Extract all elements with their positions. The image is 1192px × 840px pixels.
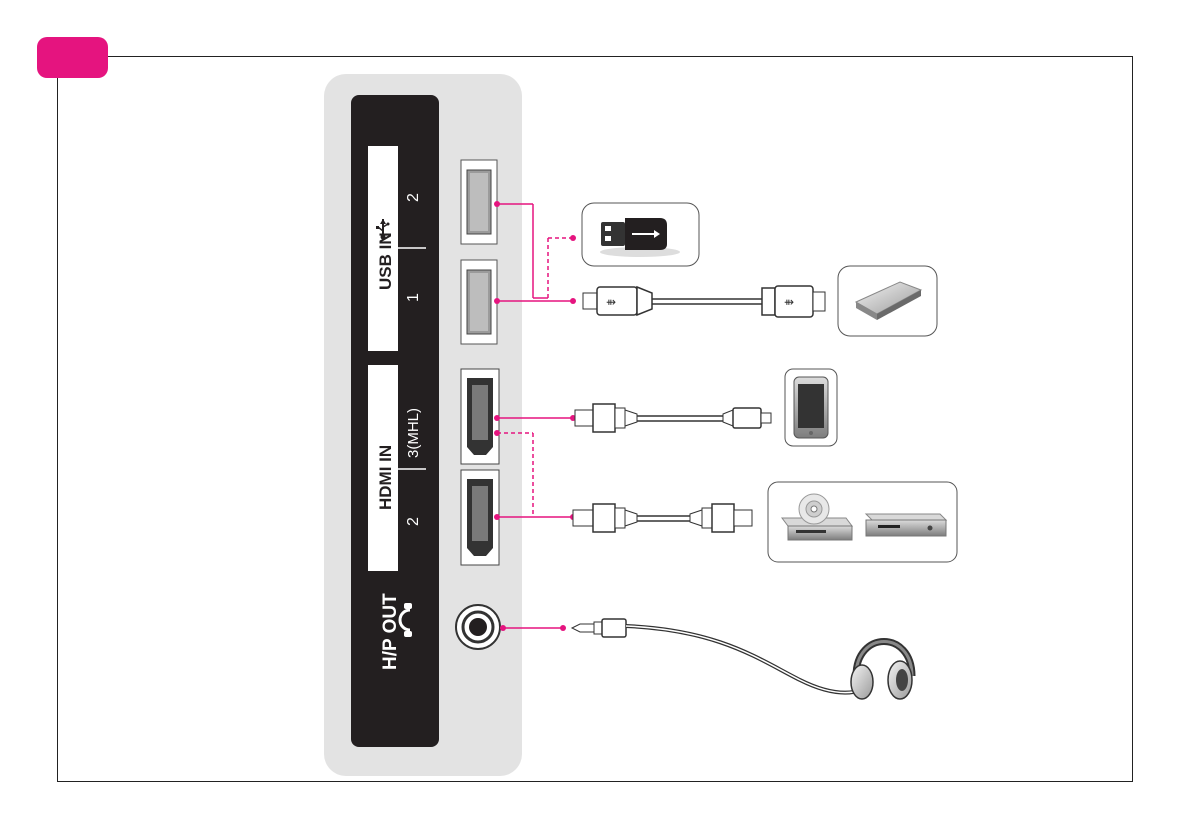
usb-connection-lines	[497, 204, 573, 301]
svg-text:⇻: ⇻	[784, 295, 794, 309]
hp-title-label: H/P OUT	[380, 593, 401, 670]
svg-text:⇻: ⇻	[606, 295, 616, 309]
usb-hard-drive-icon	[838, 266, 937, 336]
headphone-cable	[572, 619, 862, 693]
usb-port-1	[461, 260, 497, 344]
hdmi-connection-lines	[497, 418, 573, 628]
headphone-jack	[456, 605, 500, 649]
set-top-box-icon	[866, 514, 946, 536]
usb-port1-label: 1	[405, 293, 422, 302]
usb-port-2	[461, 160, 497, 244]
usb-flash-drive-icon	[582, 203, 699, 266]
hdmi-label-block: HDMI IN 3(MHL) 2	[368, 365, 426, 571]
hp-label-block: H/P OUT	[380, 593, 412, 670]
headphones-icon	[851, 642, 912, 700]
usb-port2-label: 2	[405, 193, 422, 202]
usb-title-label: USB IN	[376, 232, 395, 290]
av-devices-box	[768, 482, 957, 562]
usb-label-block: USB IN 2 1	[368, 146, 426, 351]
hdmi-port-3	[461, 369, 499, 464]
hdmi-port3-label: 3(MHL)	[405, 408, 422, 458]
mhl-cable	[575, 404, 771, 432]
hdmi-title-label: HDMI IN	[376, 445, 395, 510]
headphone-symbol-icon	[400, 603, 412, 637]
usb-cable: ⇻ ⇻	[583, 286, 825, 317]
smartphone-icon	[785, 369, 837, 446]
hdmi-port2-label: 2	[405, 517, 422, 526]
hdmi-cable	[573, 504, 752, 532]
hdmi-port-2	[461, 470, 499, 565]
